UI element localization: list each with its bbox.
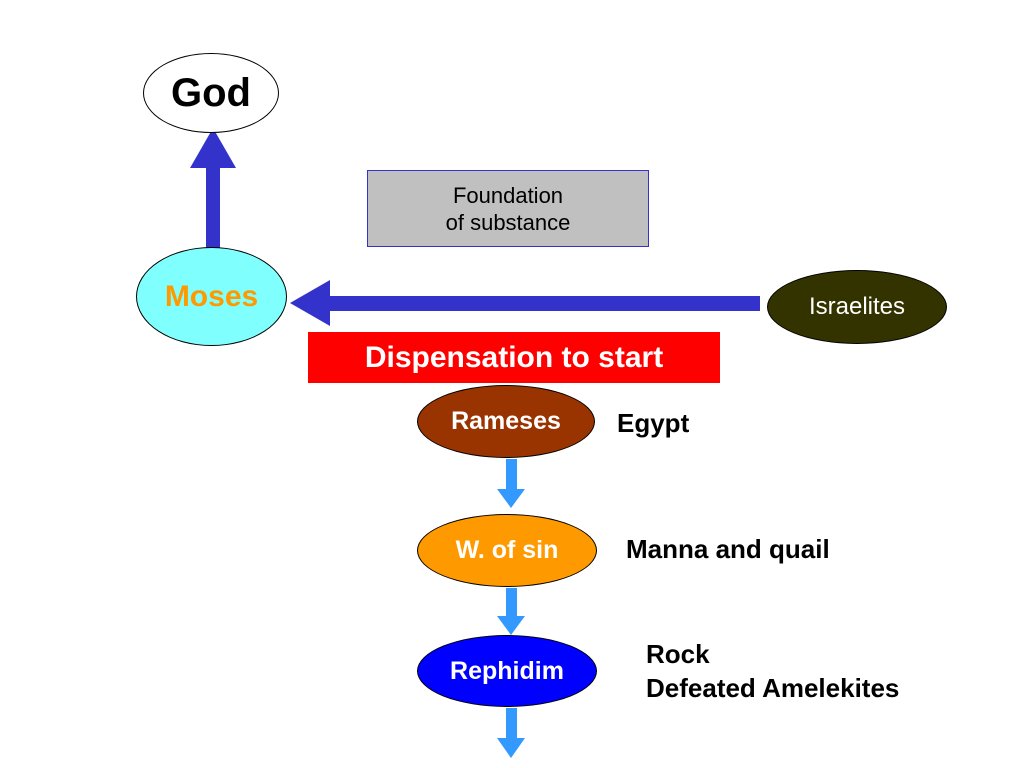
note-rephidim: Rock Defeated Amelekites	[646, 637, 899, 705]
node-israelites: Israelites	[767, 270, 947, 344]
node-rameses-label: Rameses	[451, 407, 561, 435]
node-rephidim-label: Rephidim	[450, 656, 564, 685]
note-rameses-text: Egypt	[617, 408, 690, 438]
node-rephidim: Rephidim	[417, 635, 597, 707]
arrow-rameses-to-wilderness	[497, 459, 525, 508]
note-rameses: Egypt	[617, 406, 689, 440]
node-wilderness-of-sin-label: W. of sin	[455, 536, 559, 564]
arrow-wilderness-to-rephidim	[497, 588, 525, 635]
note-wilderness-of-sin: Manna and quail	[626, 532, 830, 566]
arrow-israelites-to-moses	[290, 280, 760, 326]
node-dispensation: Dispensation to start	[308, 332, 720, 383]
node-foundation: Foundation of substance	[367, 170, 649, 247]
note-wilderness-of-sin-text: Manna and quail	[626, 534, 830, 564]
arrow-rephidim-onward	[497, 708, 525, 758]
node-moses-label: Moses	[164, 279, 259, 313]
note-rephidim-line-2: Defeated Amelekites	[646, 673, 900, 703]
note-rephidim-line-1: Rock	[646, 639, 710, 669]
node-foundation-line-1: Foundation	[452, 182, 564, 208]
node-rameses: Rameses	[417, 385, 595, 458]
node-dispensation-label: Dispensation to start	[364, 340, 664, 374]
node-wilderness-of-sin: W. of sin	[417, 514, 597, 587]
node-god: God	[143, 53, 279, 133]
arrow-moses-to-god	[190, 128, 236, 248]
node-israelites-label: Israelites	[808, 293, 906, 320]
node-foundation-line-2: of substance	[445, 209, 571, 235]
node-moses: Moses	[136, 247, 287, 346]
node-god-label: God	[171, 70, 251, 115]
